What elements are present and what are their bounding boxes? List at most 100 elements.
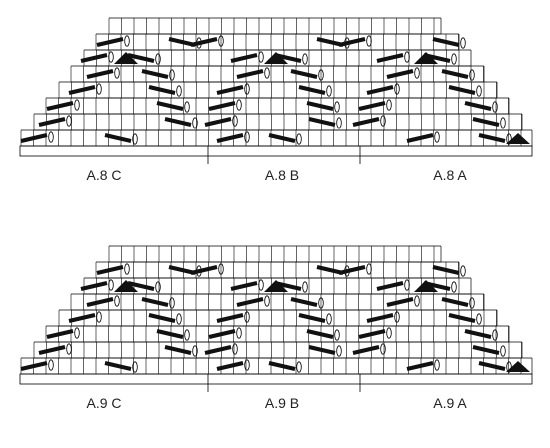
section-label: A.9 B <box>265 395 299 411</box>
decrease-right-icon <box>141 297 169 307</box>
yarn-over-icon <box>108 279 114 291</box>
yarn-over-icon <box>184 101 190 113</box>
decrease-right-icon <box>127 53 155 63</box>
decrease-right-icon <box>448 313 476 323</box>
yarn-over-icon <box>114 295 120 307</box>
yarn-over-icon <box>192 345 198 357</box>
yarn-over-icon <box>318 69 324 81</box>
yarn-over-icon <box>302 281 308 293</box>
decrease-left-icon <box>216 361 244 371</box>
decrease-left-icon <box>216 133 244 143</box>
chart-row <box>108 17 442 35</box>
decrease-left-icon <box>376 281 404 291</box>
yarn-over-icon <box>192 117 198 129</box>
decrease-left-icon <box>68 313 96 323</box>
yarn-over-icon <box>476 85 482 97</box>
section-label: A.8 C <box>86 167 121 183</box>
yarn-over-icon <box>244 131 250 143</box>
decrease-left-icon <box>366 313 394 323</box>
decrease-right-icon <box>472 117 500 127</box>
yarn-over-icon <box>176 85 182 97</box>
decrease-left-icon <box>236 297 264 307</box>
decrease-right-icon <box>464 101 492 111</box>
decrease-left-icon <box>80 281 108 291</box>
decrease-left-icon <box>208 329 236 339</box>
decrease-right-icon <box>156 329 184 339</box>
yarn-over-icon <box>176 313 182 325</box>
decrease-left-icon <box>38 345 66 355</box>
section-label: A.8 A <box>433 167 467 183</box>
section-strip <box>19 145 533 157</box>
chart-row <box>58 309 498 327</box>
yarn-over-icon <box>66 115 72 127</box>
yarn-over-icon <box>404 279 410 291</box>
triangle-icon <box>506 361 530 372</box>
yarn-over-icon <box>336 117 342 129</box>
yarn-over-icon <box>96 83 102 95</box>
yarn-over-icon <box>169 297 175 309</box>
decrease-left-icon <box>386 297 414 307</box>
decrease-right-icon <box>268 133 296 143</box>
yarn-over-icon <box>114 67 120 79</box>
triangle-icon <box>506 133 530 144</box>
yarn-over-icon <box>469 69 475 81</box>
decrease-right-icon <box>127 281 155 291</box>
decrease-right-icon <box>104 133 132 143</box>
decrease-left-icon <box>204 117 232 127</box>
decrease-right-icon <box>290 297 318 307</box>
yarn-over-icon <box>492 329 498 341</box>
decrease-right-icon <box>298 85 326 95</box>
yarn-over-icon <box>451 281 457 293</box>
chart-row <box>58 81 498 99</box>
yarn-over-icon <box>48 131 54 143</box>
chart-row <box>33 341 523 359</box>
decrease-left-icon <box>46 329 74 339</box>
decrease-left-icon <box>352 345 380 355</box>
yarn-over-icon <box>414 295 420 307</box>
decrease-right-icon <box>298 313 326 323</box>
decrease-right-icon <box>104 361 132 371</box>
yarn-over-icon <box>74 99 80 111</box>
decrease-right-icon <box>168 265 196 275</box>
decrease-left-icon <box>20 361 48 371</box>
decrease-left-icon <box>366 85 394 95</box>
yarn-over-icon <box>500 117 506 129</box>
yarn-over-icon <box>258 51 264 63</box>
yarn-over-icon <box>296 361 302 373</box>
decrease-right-icon <box>268 361 296 371</box>
triangle-icon <box>414 52 438 64</box>
decrease-left-icon <box>96 37 124 47</box>
chart-row <box>70 65 485 83</box>
yarn-over-icon <box>132 361 138 373</box>
chart-row <box>108 245 442 263</box>
yarn-over-icon <box>386 99 392 111</box>
yarn-over-icon <box>48 359 54 371</box>
section-label: A.9 C <box>86 395 121 411</box>
decrease-left-icon <box>406 133 434 143</box>
yarn-over-icon <box>451 53 457 65</box>
decrease-right-icon <box>308 117 336 127</box>
yarn-over-icon <box>264 67 270 79</box>
decrease-right-icon <box>316 265 344 275</box>
decrease-right-icon <box>308 345 336 355</box>
yarn-over-icon <box>302 53 308 65</box>
decrease-left-icon <box>68 85 96 95</box>
decrease-left-icon <box>86 297 114 307</box>
triangle-icon <box>264 280 288 292</box>
decrease-right-icon <box>164 117 192 127</box>
chart-row <box>95 261 460 279</box>
yarn-over-icon <box>124 35 130 47</box>
yarn-over-icon <box>500 345 506 357</box>
yarn-over-icon <box>386 327 392 339</box>
decrease-left-icon <box>96 265 124 275</box>
decrease-right-icon <box>164 345 192 355</box>
decrease-left-icon <box>38 117 66 127</box>
yarn-over-icon <box>218 263 224 275</box>
decrease-left-icon <box>208 101 236 111</box>
decrease-left-icon <box>86 69 114 79</box>
yarn-over-icon <box>244 311 250 323</box>
decrease-left-icon <box>352 117 380 127</box>
yarn-over-icon <box>155 281 161 293</box>
decrease-left-icon <box>230 53 258 63</box>
